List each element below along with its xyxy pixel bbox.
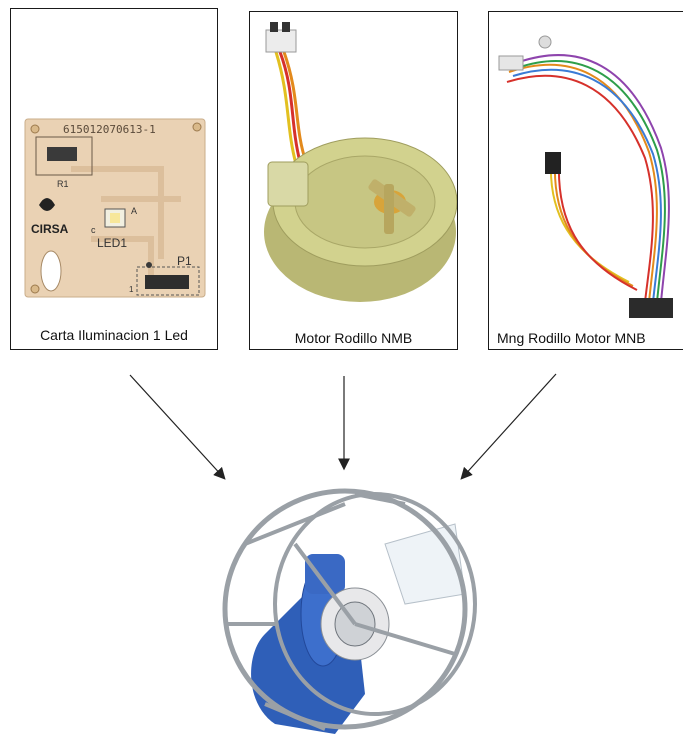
pcb-a-label: A [131,206,137,216]
pcb-pin1-label: 1 [129,285,134,294]
arrow-left [130,375,224,478]
pcb-serial-label: 615012070613-1 [63,123,156,136]
pcb-c-label: c [91,225,96,235]
motor-image [250,12,457,322]
motor-caption: Motor Rodillo NMB [250,330,457,346]
led-board-caption: Carta Iluminacion 1 Led [11,327,217,343]
panel-motor: Motor Rodillo NMB [249,11,458,350]
pcb-brand-label: CIRSA [31,222,69,236]
pcb-p1-label: P1 [177,254,192,268]
assembled-reel-image [205,484,485,734]
led-board-image: 615012070613-1 R1 CIRSA LED1 A c P1 1 [11,9,217,319]
arrow-right [462,374,556,478]
pcb-led-label: LED1 [97,236,127,250]
panel-harness: Mng Rodillo Motor MNB [488,11,683,350]
pcb-r1-label: R1 [57,179,69,189]
panel-led-board: 615012070613-1 R1 CIRSA LED1 A c P1 1 Ca… [10,8,218,350]
harness-caption: Mng Rodillo Motor MNB [497,330,683,346]
harness-image [489,12,683,322]
